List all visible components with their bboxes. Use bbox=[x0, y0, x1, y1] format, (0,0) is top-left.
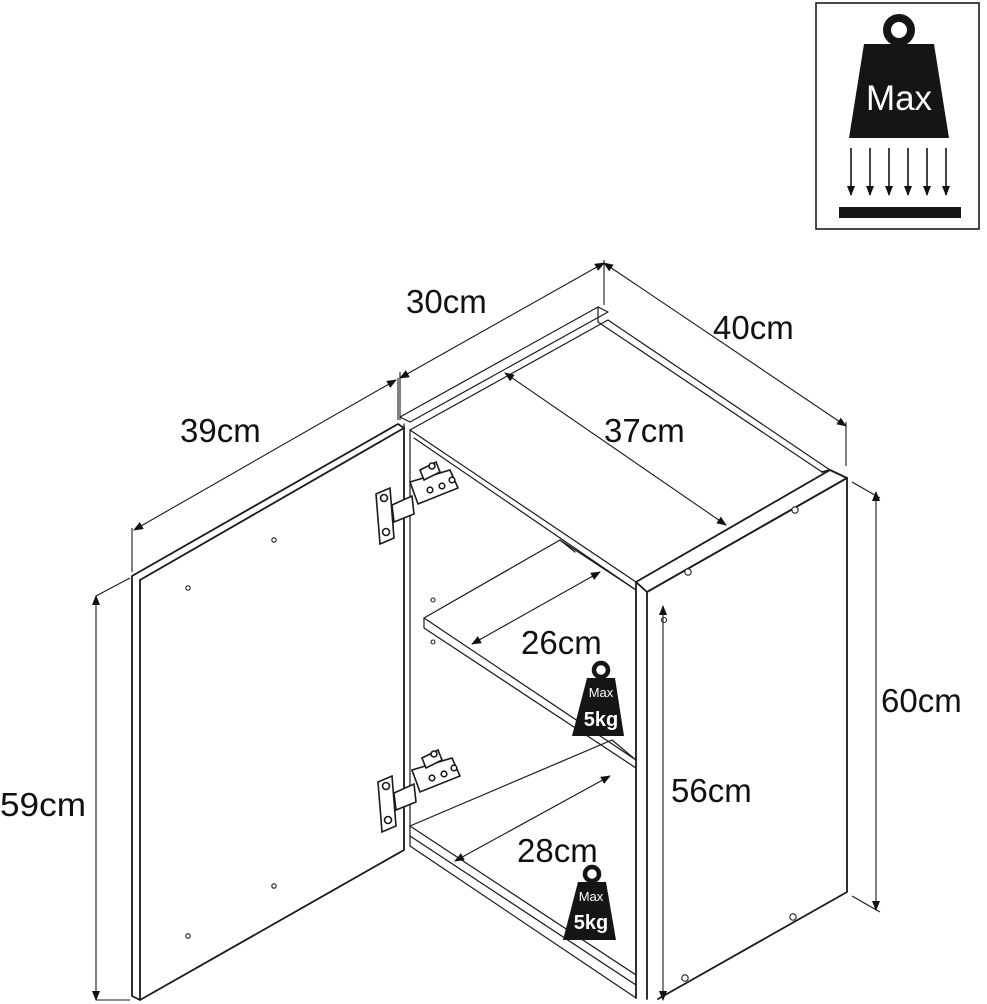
dim-inner-height: 56cm bbox=[671, 772, 752, 809]
dim-door-width: 39cm bbox=[180, 412, 261, 449]
lower-shelf-weight-label: Max bbox=[579, 889, 604, 904]
cabinet-door bbox=[131, 423, 405, 1001]
upper-shelf-weight-value: 5kg bbox=[584, 709, 618, 731]
upper-shelf bbox=[423, 539, 637, 769]
dim-door-height: 59cm bbox=[0, 786, 86, 823]
dim-inner-width: 37cm bbox=[604, 412, 685, 449]
dim-upper-shelf-depth: 26cm bbox=[521, 624, 602, 661]
lower-hinge-icon bbox=[377, 748, 462, 834]
downward-arrows-icon bbox=[847, 148, 950, 196]
dim-lower-shelf-depth: 28cm bbox=[517, 832, 598, 869]
max-load-badge: Max bbox=[815, 2, 980, 230]
floor-bar bbox=[839, 207, 961, 218]
bottom-panel bbox=[409, 739, 637, 999]
right-side-panel bbox=[635, 469, 848, 1000]
cabinet-body bbox=[399, 306, 848, 1000]
dimension-lines bbox=[92, 260, 881, 1001]
max-badge-label: Max bbox=[866, 79, 933, 118]
upper-shelf-weight-label: Max bbox=[589, 685, 614, 700]
weight-icon bbox=[849, 14, 949, 138]
dim-height-total: 60cm bbox=[881, 682, 962, 719]
lower-shelf-weight-value: 5kg bbox=[574, 912, 608, 934]
lower-shelf-weight-icon bbox=[563, 864, 616, 940]
dim-width-top: 40cm bbox=[713, 309, 794, 346]
upper-shelf-weight-icon bbox=[572, 660, 624, 736]
dim-depth-top: 30cm bbox=[406, 283, 487, 320]
